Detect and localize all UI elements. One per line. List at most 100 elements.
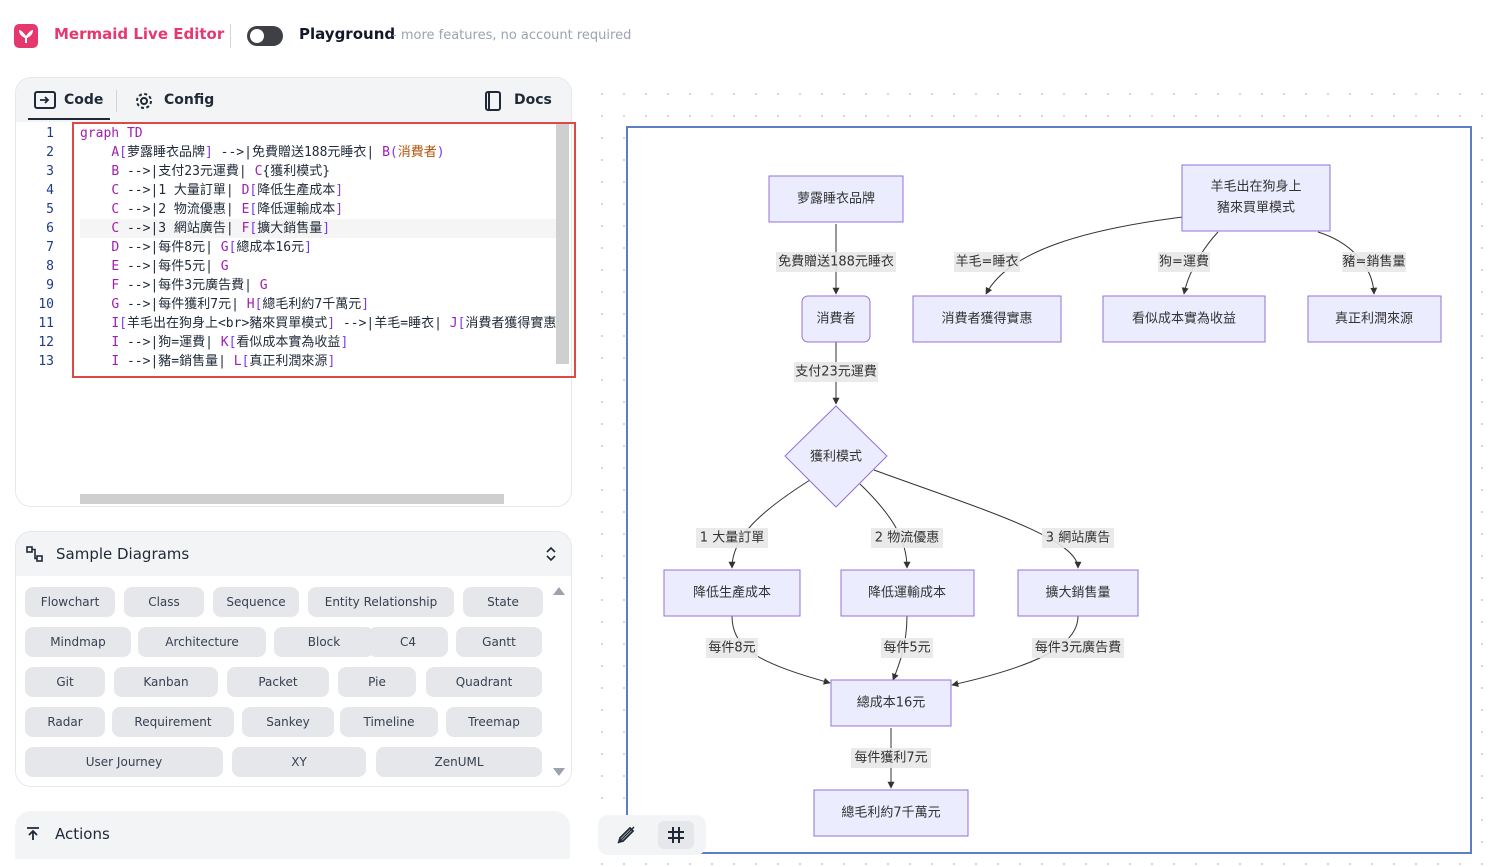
sample-chip-xy[interactable]: XY (232, 747, 366, 777)
playground-toggle[interactable] (247, 26, 283, 46)
edge-label-text: 狗=運費 (1159, 255, 1209, 270)
mermaid-logo-icon[interactable] (14, 24, 38, 48)
node-e[interactable]: 降低運輸成本 (840, 569, 975, 617)
sample-chip-timeline[interactable]: Timeline (340, 707, 438, 737)
canvas-toolbar (598, 815, 706, 855)
code-line[interactable]: I -->|狗=運費| K[看似成本實為收益] (111, 335, 349, 350)
edge-label-text: 1 大量訂單 (700, 530, 764, 546)
horizontal-scrollbar[interactable] (80, 494, 504, 504)
node-k[interactable]: 看似成本實為收益 (1102, 295, 1266, 343)
line-number: 2 (46, 145, 54, 160)
edge-label-a-b: 免費贈送188元睡衣 (776, 252, 896, 272)
code-line[interactable]: A[萝露睡衣品牌] -->|免費贈送188元睡衣| B(消費者) (111, 145, 445, 160)
line-number: 11 (38, 316, 54, 331)
node-f-label: 擴大銷售量 (1045, 585, 1110, 601)
sample-chip-radar[interactable]: Radar (25, 707, 105, 737)
node-c[interactable]: 獲利模式 (784, 405, 888, 508)
actions-panel[interactable]: Actions (15, 811, 570, 859)
sample-chip-entity-relationship[interactable]: Entity Relationship (308, 587, 454, 617)
scroll-down-arrow-icon[interactable] (553, 768, 565, 776)
sample-chip-packet[interactable]: Packet (227, 667, 329, 697)
node-l[interactable]: 真正利潤來源 (1307, 295, 1442, 343)
sample-diagrams-header[interactable]: Sample Diagrams (16, 532, 571, 576)
sample-chip-requirement[interactable]: Requirement (112, 707, 234, 737)
edge-label-text: 2 物流優惠 (875, 531, 939, 546)
playground-subtitle: - more features, no account required (392, 28, 632, 43)
node-b-label: 消費者 (816, 312, 855, 327)
code-line[interactable]: C -->|1 大量訂單| D[降低生產成本] (111, 183, 344, 198)
code-lines[interactable]: graph TD A[萝露睡衣品牌] -->|免費贈送188元睡衣| B(消費者… (80, 124, 560, 371)
edge-label-f-g: 每件3元廣告費 (1032, 638, 1124, 658)
edge-label-b-c: 支付23元運費 (794, 362, 878, 382)
node-h-label: 總毛利約7千萬元 (841, 805, 940, 821)
app-title[interactable]: Mermaid Live Editor (54, 25, 225, 43)
edge-label-g-h: 每件獲利7元 (851, 748, 931, 768)
node-d[interactable]: 降低生產成本 (663, 569, 801, 617)
node-b[interactable]: 消費者 (801, 295, 871, 343)
active-tab-indicator (28, 118, 110, 120)
code-line[interactable]: I[羊毛出在狗身上<br>豬來買單模式] -->|羊毛=睡衣| J[消費者獲得實… (111, 316, 557, 331)
edge-label-e-g: 每件5元 (881, 638, 933, 658)
node-l-label: 真正利潤來源 (1335, 312, 1413, 327)
sample-chip-class[interactable]: Class (124, 587, 204, 617)
code-line[interactable]: C -->|3 網站廣告| F[擴大銷售量] (80, 219, 560, 238)
node-e-label: 降低運輸成本 (868, 586, 946, 601)
code-line[interactable]: I -->|豬=銷售量| L[真正利潤來源] (111, 354, 336, 369)
edge-label-i-l: 豬=銷售量 (1342, 252, 1406, 272)
code-line[interactable]: G -->|每件獲利7元| H[總毛利約7千萬元] (111, 297, 370, 312)
sample-chip-flowchart[interactable]: Flowchart (25, 587, 115, 617)
sample-chip-sankey[interactable]: Sankey (242, 707, 334, 737)
node-h[interactable]: 總毛利約7千萬元 (813, 789, 969, 837)
vertical-scrollbar[interactable] (556, 124, 569, 364)
tab-code[interactable]: Code (34, 88, 103, 112)
sample-chip-state[interactable]: State (463, 587, 543, 617)
edge-i-j (985, 213, 1209, 295)
editor-tabbar: Code Config Docs (16, 78, 571, 122)
edge-label-text: 每件獲利7元 (854, 750, 927, 766)
edge-label-c-f: 3 網站廣告 (1042, 528, 1114, 548)
sample-chip-git[interactable]: Git (25, 667, 105, 697)
node-f[interactable]: 擴大銷售量 (1017, 569, 1139, 617)
node-j[interactable]: 消費者獲得實惠 (912, 295, 1062, 343)
docs-link[interactable]: Docs (484, 88, 552, 112)
playground-title: Playground (299, 25, 396, 43)
chevron-collapse-icon[interactable] (544, 546, 558, 562)
sample-chip-pie[interactable]: Pie (338, 667, 416, 697)
book-icon (484, 91, 506, 111)
sample-chip-c4[interactable]: C4 (368, 627, 448, 657)
scroll-up-arrow-icon[interactable] (553, 587, 565, 595)
code-line[interactable]: D -->|每件8元| G[總成本16元] (111, 240, 312, 255)
sample-chip-quadrant[interactable]: Quadrant (426, 667, 542, 697)
line-number: 10 (38, 297, 54, 312)
sample-chip-block[interactable]: Block (274, 627, 374, 657)
sample-chip-kanban[interactable]: Kanban (114, 667, 218, 697)
code-line[interactable]: E -->|每件5元| G (111, 259, 229, 274)
code-line[interactable]: graph TD (80, 126, 143, 141)
edge-label-i-j: 羊毛=睡衣 (954, 252, 1020, 272)
edge-label-text: 羊毛=睡衣 (956, 254, 1019, 270)
grid-toggle-button[interactable] (658, 821, 694, 849)
sample-chip-gantt[interactable]: Gantt (456, 627, 542, 657)
tab-config[interactable]: Config (134, 88, 214, 112)
sample-chip-architecture[interactable]: Architecture (138, 627, 266, 657)
node-g[interactable]: 總成本16元 (830, 679, 952, 727)
pencil-icon (617, 826, 635, 844)
edit-tool-button[interactable] (608, 821, 644, 849)
node-a-label: 萝露睡衣品牌 (797, 191, 875, 207)
sample-chip-sequence[interactable]: Sequence (213, 587, 299, 617)
line-number: 9 (46, 278, 54, 293)
code-line[interactable]: F -->|每件3元廣告費| G (111, 278, 268, 293)
sample-chip-treemap[interactable]: Treemap (446, 707, 542, 737)
sample-chip-user-journey[interactable]: User Journey (25, 747, 223, 777)
code-line[interactable]: C -->|2 物流優惠| E[降低運輸成本] (111, 202, 344, 217)
sample-chip-mindmap[interactable]: Mindmap (25, 627, 131, 657)
rendered-diagram[interactable]: 免費贈送188元睡衣 支付23元運費 1 大量訂單 2 物流優惠 3 網站廣告 … (626, 126, 1472, 854)
sample-chip-zenuml[interactable]: ZenUML (376, 747, 542, 777)
node-g-label: 總成本16元 (857, 695, 926, 711)
code-line[interactable]: B -->|支付23元運費| C{獲利模式} (111, 164, 331, 179)
node-a[interactable]: 萝露睡衣品牌 (768, 175, 904, 223)
